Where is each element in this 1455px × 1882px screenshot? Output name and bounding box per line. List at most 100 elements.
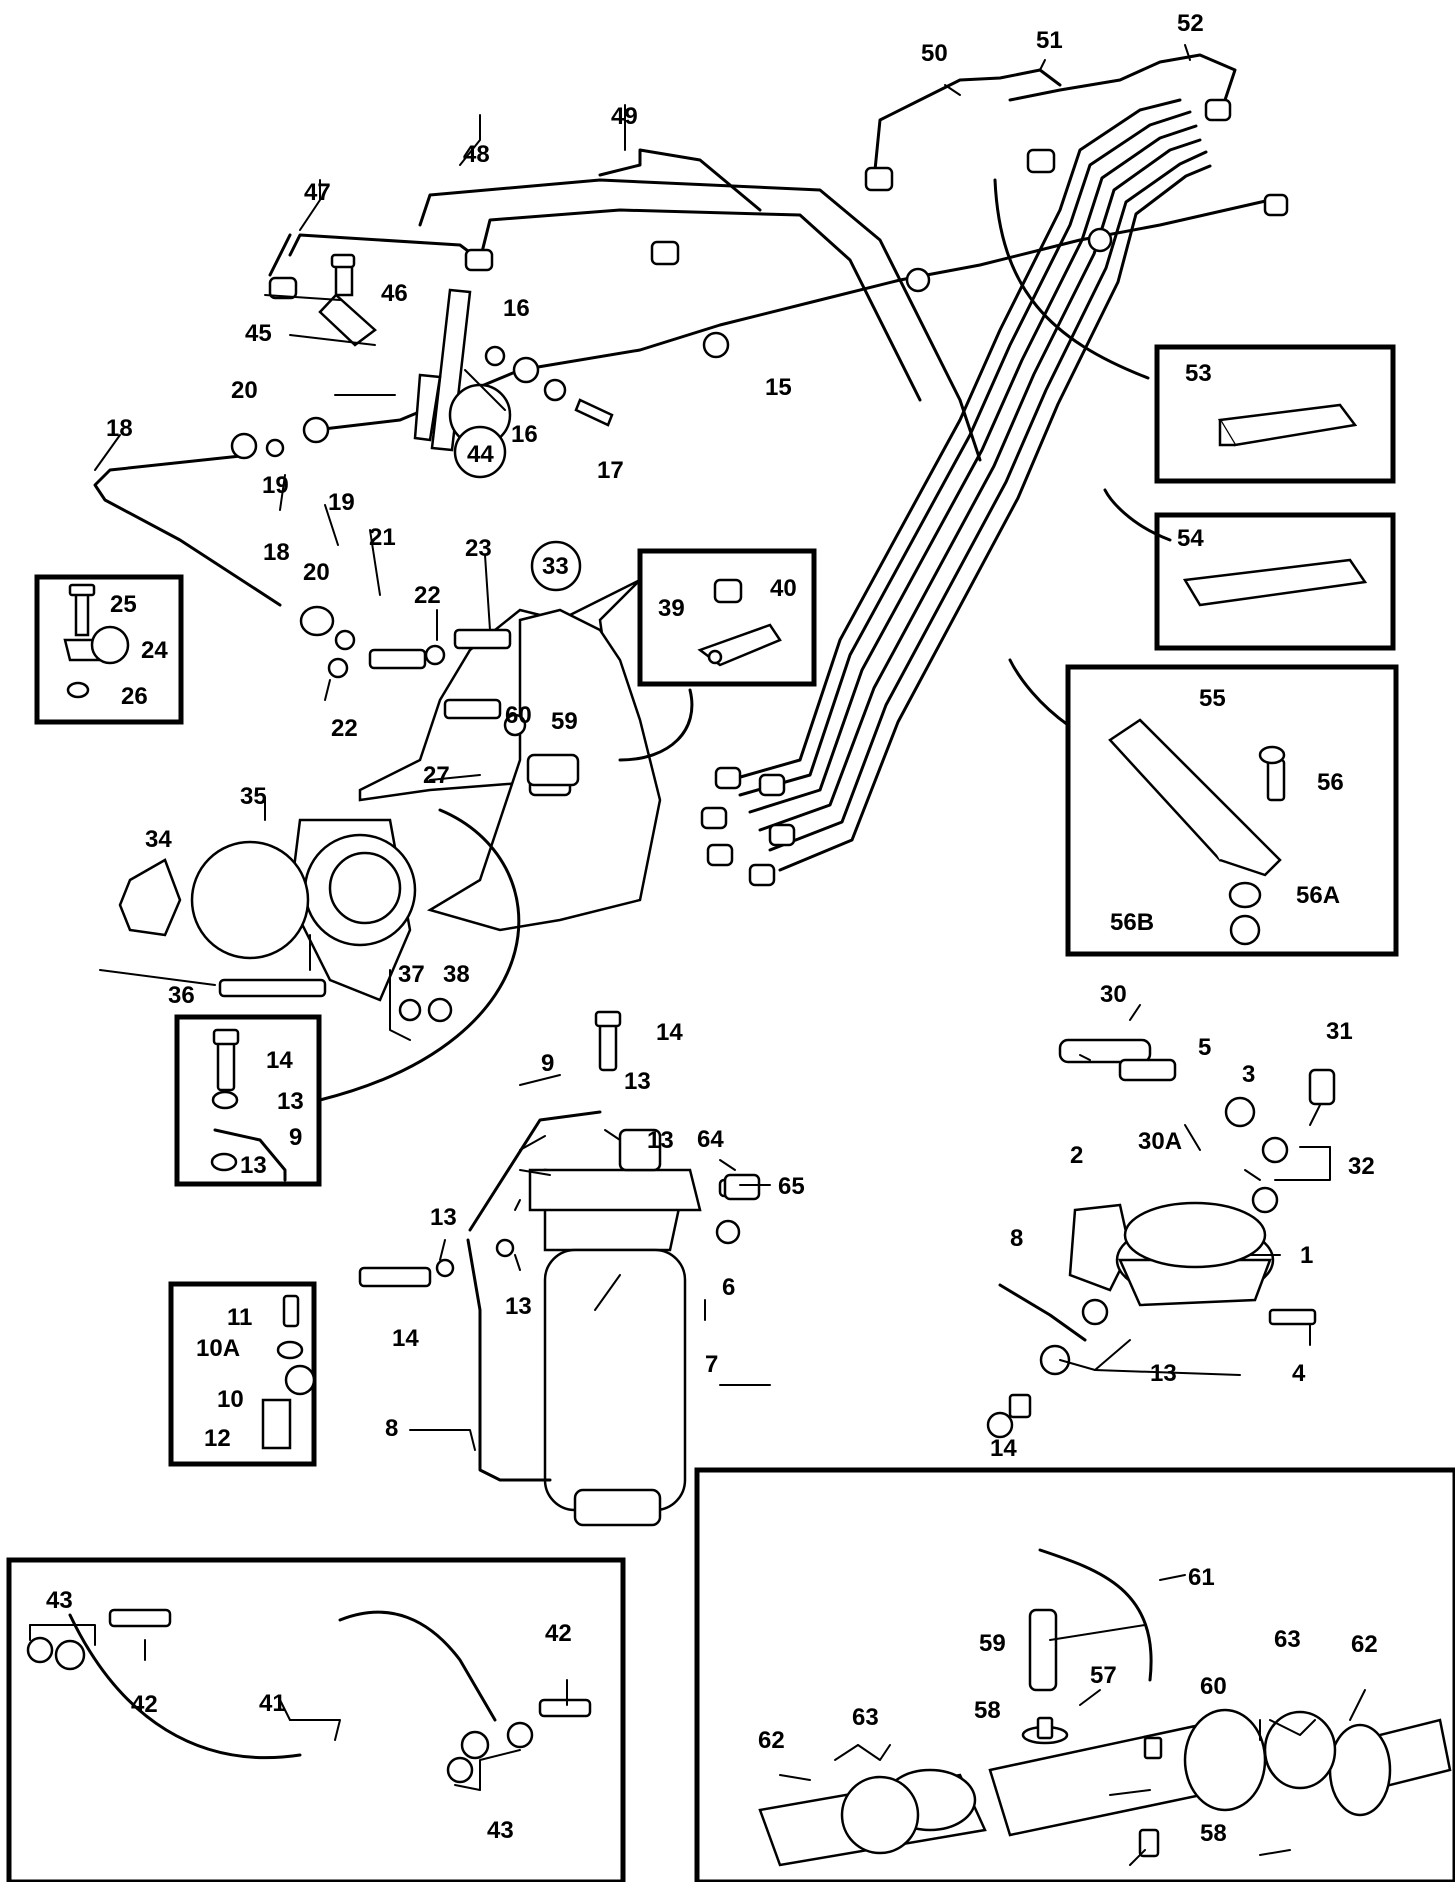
label-32: 32 <box>1348 1153 1375 1180</box>
inset-bracket-24-26 <box>34 574 184 725</box>
label-48: 48 <box>463 141 490 168</box>
pump-inlet-fittings <box>299 605 580 787</box>
label-56a: 56A <box>1296 882 1340 909</box>
label-13-d: 13 <box>505 1293 532 1320</box>
label-3: 3 <box>1242 1061 1255 1088</box>
label-23: 23 <box>465 535 492 562</box>
label-42-a: 42 <box>131 1691 158 1718</box>
label-5: 5 <box>1198 1034 1211 1061</box>
inset-heater-57 <box>694 1467 1455 1882</box>
label-30: 30 <box>1100 981 1127 1008</box>
label-61: 61 <box>1188 1564 1215 1591</box>
label-4: 4 <box>1292 1360 1306 1387</box>
reference-arrows <box>993 178 1172 727</box>
label-50: 50 <box>921 40 948 67</box>
label-10a: 10A <box>196 1335 240 1362</box>
label-13-a: 13 <box>624 1068 651 1095</box>
label-11: 11 <box>227 1304 252 1331</box>
label-43-b: 43 <box>487 1817 514 1844</box>
label-9-inset: 9 <box>289 1124 302 1151</box>
label-14-b: 14 <box>392 1325 419 1352</box>
fuel-heater-57-parts <box>758 1548 1452 1867</box>
label-8-left: 8 <box>385 1415 398 1442</box>
inset-clamp-55 <box>1065 664 1399 957</box>
label-45: 45 <box>245 320 272 347</box>
label-20-b: 20 <box>303 559 330 586</box>
label-41: 41 <box>259 1690 286 1717</box>
clamp-53-part <box>1217 403 1358 447</box>
label-31: 31 <box>1326 1018 1353 1045</box>
callout-circle-33 <box>530 540 582 592</box>
label-60-a: 60 <box>505 702 532 729</box>
label-14-d: 14 <box>990 1435 1017 1462</box>
label-49: 49 <box>611 103 638 130</box>
label-46: 46 <box>381 280 408 307</box>
label-25: 25 <box>110 591 137 618</box>
label-59-a: 59 <box>551 708 578 735</box>
label-38: 38 <box>443 961 470 988</box>
label-63-b: 63 <box>1274 1626 1301 1653</box>
label-58-b: 58 <box>1200 1820 1227 1847</box>
inset-clamp-54 <box>1154 512 1396 651</box>
label-44: 44 <box>467 441 494 468</box>
label-37: 37 <box>398 961 425 988</box>
label-13-b: 13 <box>647 1127 674 1154</box>
label-13-e: 13 <box>277 1088 304 1115</box>
fuel-filter-7 <box>358 1010 761 1527</box>
label-13-g: 13 <box>1150 1360 1177 1387</box>
label-27: 27 <box>423 762 450 789</box>
label-33: 33 <box>542 553 569 580</box>
label-10: 10 <box>217 1386 244 1413</box>
bracket-39-parts <box>618 578 782 762</box>
clamp-55-part <box>1108 718 1286 946</box>
label-52: 52 <box>1177 10 1204 37</box>
label-53: 53 <box>1185 360 1212 387</box>
label-19-a: 19 <box>262 472 289 499</box>
clamp-54-part <box>1182 558 1368 607</box>
label-39: 39 <box>658 595 685 622</box>
label-20-a: 20 <box>231 377 258 404</box>
label-17: 17 <box>597 457 624 484</box>
injection-pump-33 <box>118 578 662 1102</box>
bracket-10-parts <box>261 1294 316 1450</box>
label-34: 34 <box>145 826 172 853</box>
label-36: 36 <box>168 982 195 1009</box>
label-16-b: 16 <box>511 421 538 448</box>
hose-41-parts <box>26 1608 592 1784</box>
inset-hose-41 <box>6 1557 626 1882</box>
label-43-a: 43 <box>46 1587 73 1614</box>
label-26: 26 <box>121 683 148 710</box>
label-62-a: 62 <box>758 1727 785 1754</box>
label-22-a: 22 <box>414 582 441 609</box>
label-60-b: 60 <box>1200 1673 1227 1700</box>
label-21: 21 <box>369 524 396 551</box>
label-12: 12 <box>204 1425 231 1452</box>
inset-clamp-53 <box>1154 344 1396 484</box>
label-30a: 30A <box>1138 1128 1182 1155</box>
label-8-right: 8 <box>1010 1225 1023 1252</box>
inset-bracket-39-40 <box>637 548 817 687</box>
label-40: 40 <box>770 575 797 602</box>
label-35: 35 <box>240 783 267 810</box>
label-64: 64 <box>697 1126 724 1153</box>
label-57: 57 <box>1090 1662 1117 1689</box>
pipe-9-parts <box>210 1028 287 1182</box>
delivery-pipes <box>93 53 1272 872</box>
label-14-a: 14 <box>656 1019 683 1046</box>
label-51: 51 <box>1036 27 1063 54</box>
label-19-b: 19 <box>328 489 355 516</box>
label-56: 56 <box>1317 769 1344 796</box>
label-15: 15 <box>765 374 792 401</box>
label-58-a: 58 <box>974 1697 1001 1724</box>
label-14-c: 14 <box>266 1047 293 1074</box>
injector <box>318 253 614 452</box>
pipe-nuts <box>230 98 1289 887</box>
label-7: 7 <box>705 1351 718 1378</box>
label-18-a: 18 <box>106 415 133 442</box>
label-47: 47 <box>304 179 331 206</box>
label-18-b: 18 <box>263 539 290 566</box>
label-65: 65 <box>778 1173 805 1200</box>
label-62-b: 62 <box>1351 1631 1378 1658</box>
label-56b: 56B <box>1110 909 1154 936</box>
